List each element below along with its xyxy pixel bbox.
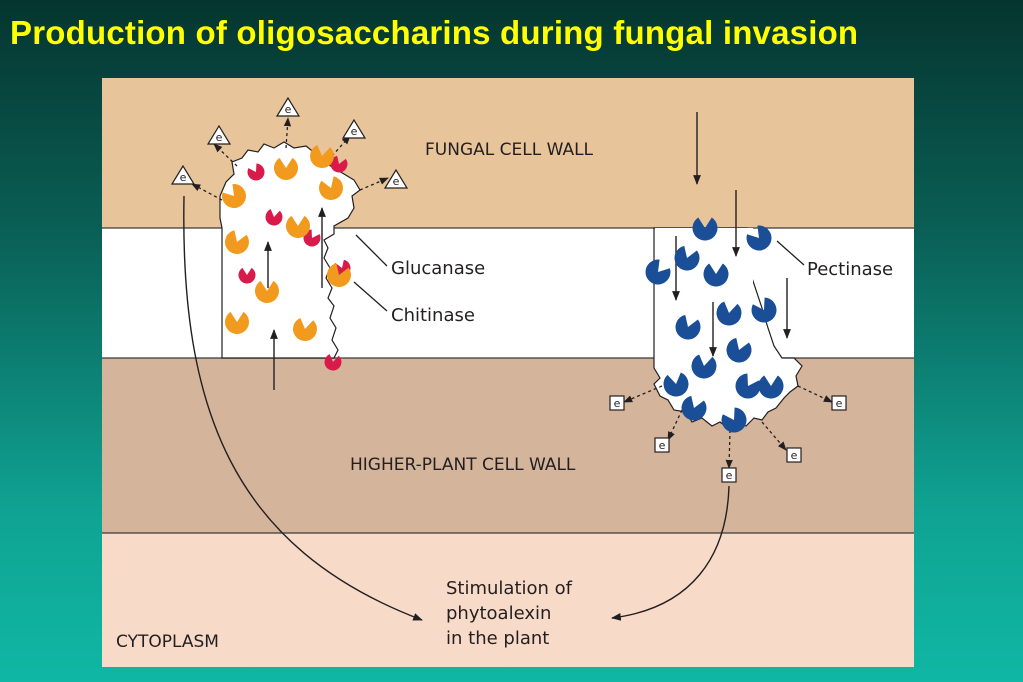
chitinase-leader xyxy=(353,281,388,312)
fungal-wall-label: FUNGAL CELL WALL xyxy=(425,140,594,160)
elicitor-triangle-labels: e e e e e xyxy=(180,103,400,188)
diagram-figure: FUNGAL CELL WALL HIGHER-PLANT CELL WALL … xyxy=(102,78,914,667)
glucanase-label: Glucanase xyxy=(391,258,485,279)
pectinase-label: Pectinase xyxy=(807,259,893,280)
cytoplasm-label: CYTOPLASM xyxy=(116,632,219,652)
svg-text:e: e xyxy=(836,397,843,410)
elicitor-square-labels: e e e e e xyxy=(614,397,843,482)
svg-text:e: e xyxy=(791,449,798,462)
chitinase-label: Chitinase xyxy=(391,305,475,326)
outcome-line-1: Stimulation of xyxy=(446,578,573,599)
svg-text:e: e xyxy=(659,439,666,452)
glucanase-leader xyxy=(355,234,388,267)
svg-text:e: e xyxy=(614,397,621,410)
plant-wall-label: HIGHER-PLANT CELL WALL xyxy=(350,455,576,475)
right-signal-arrow xyxy=(611,485,730,621)
svg-text:e: e xyxy=(180,171,187,184)
svg-text:e: e xyxy=(216,131,223,144)
svg-text:e: e xyxy=(285,103,292,116)
svg-text:e: e xyxy=(351,125,358,138)
elicitor-squares xyxy=(609,395,847,483)
pectinase-leader xyxy=(776,240,805,266)
left-signal-arrow xyxy=(183,195,423,621)
svg-text:e: e xyxy=(393,175,400,188)
slide-title: Production of oligosaccharins during fun… xyxy=(10,14,859,51)
elicitor-triangles xyxy=(170,96,409,189)
svg-text:e: e xyxy=(726,469,733,482)
outcome-line-2: phytoalexin xyxy=(446,603,551,624)
outcome-line-3: in the plant xyxy=(446,628,549,649)
cytoplasm-band xyxy=(102,533,914,667)
